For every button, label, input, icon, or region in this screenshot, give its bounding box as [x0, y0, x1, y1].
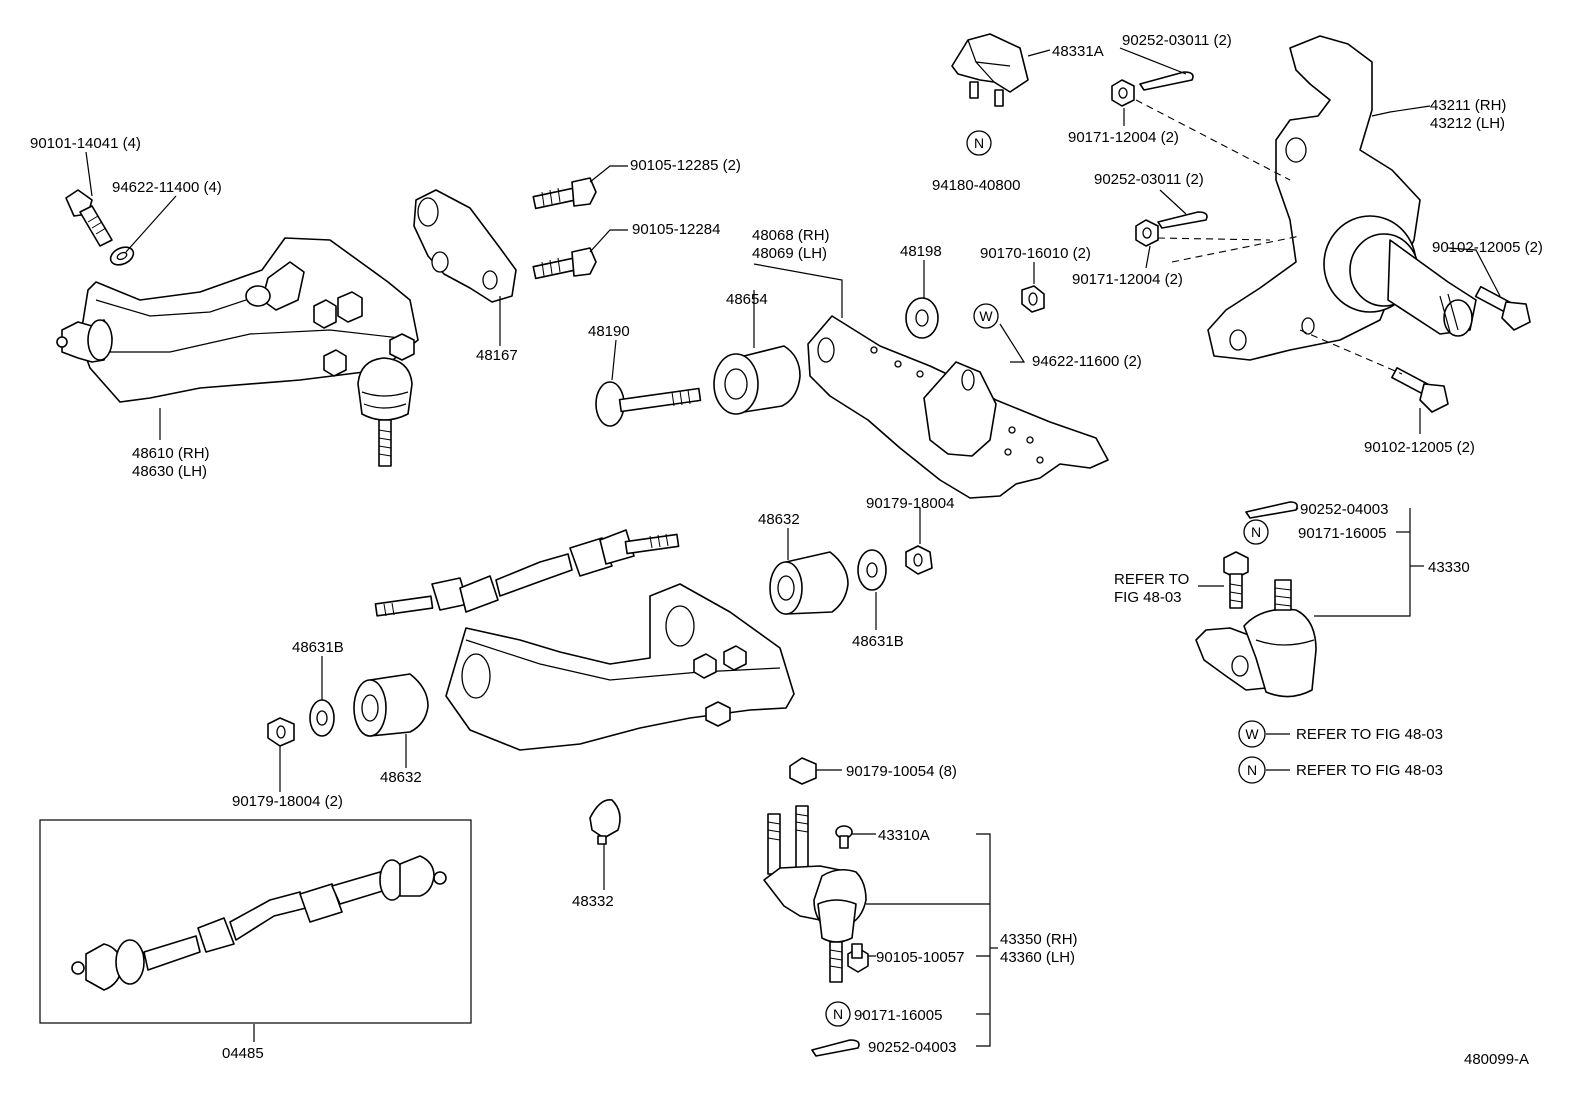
callout-90102-12005-right: 90102-12005 (2)	[1432, 239, 1543, 256]
cotter-pin-90252-04003-bottom-part	[811, 1039, 860, 1057]
nut-90179-10054-part	[789, 757, 817, 785]
castle-nut-90171-12004-top-part	[1111, 79, 1135, 107]
kit-04485-stabilizer-part	[71, 855, 447, 991]
callout-refer-to: REFER TO	[1114, 571, 1189, 588]
washer-94622-11400-part	[109, 246, 135, 266]
bushing-48632-left-part	[353, 673, 429, 737]
callout-90170-16010: 90170-16010 (2)	[980, 245, 1091, 262]
legend-w-symbol: W	[1238, 720, 1266, 748]
svg-text:N: N	[1251, 524, 1261, 540]
bushing-48632-top-part	[769, 551, 849, 615]
callout-90171-16005-bottom: 90171-16005	[854, 1007, 942, 1024]
callout-90252-03011-mid: 90252-03011 (2)	[1094, 171, 1204, 188]
bracket-48167-part	[413, 189, 517, 303]
callout-90105-10057: 90105-10057	[876, 949, 964, 966]
callout-48167: 48167	[476, 347, 518, 364]
bumper-48332-part	[589, 799, 621, 845]
legend-w-text: REFER TO FIG 48-03	[1296, 726, 1443, 743]
callout-94180-40800: 94180-40800	[932, 177, 1020, 194]
washer-48631b-left-part	[309, 699, 335, 737]
callout-43330: 43330	[1428, 559, 1470, 576]
bolt-90105-12285-part	[532, 177, 597, 210]
callout-90252-04003-top: 90252-04003	[1300, 501, 1388, 518]
bushing-48654-part	[713, 345, 801, 415]
callout-90252-04003-bottom: 90252-04003	[868, 1039, 956, 1056]
bumper-48331a-part	[951, 33, 1029, 107]
callout-48190: 48190	[588, 323, 630, 340]
nut-90179-18004-left-part	[267, 717, 295, 747]
stabilizer-bar-part	[374, 529, 680, 617]
callout-43310a: 43310A	[878, 827, 930, 844]
callout-43350: 43350 (RH)	[1000, 931, 1078, 948]
bolt-refer-fig-48-03-part	[1223, 551, 1249, 609]
callout-90102-12005-bottom: 90102-12005 (2)	[1364, 439, 1475, 456]
kit-04485-frame	[39, 819, 472, 1024]
callout-48068: 48068 (RH)	[752, 227, 830, 244]
n-symbol-94180-40800: N	[966, 130, 992, 156]
callout-43360: 43360 (LH)	[1000, 949, 1075, 966]
svg-text:N: N	[974, 135, 984, 151]
callout-48632-top: 48632	[758, 511, 800, 528]
callout-48631b-right: 48631B	[852, 633, 904, 650]
svg-text:W: W	[1245, 726, 1259, 742]
svg-text:N: N	[833, 1006, 843, 1022]
nut-90179-18004-top-part	[905, 545, 933, 575]
bolt-90101-14041-part	[65, 189, 113, 247]
callout-43212: 43212 (LH)	[1430, 115, 1505, 132]
steering-knuckle-part	[1207, 35, 1477, 361]
bolt-90102-12005-right-part	[1474, 285, 1531, 331]
bolt-43310a-part	[835, 825, 853, 849]
callout-90179-18004-top: 90179-18004	[866, 495, 954, 512]
bolt-48190-part	[595, 381, 702, 427]
callout-94622-11400: 94622-11400 (4)	[112, 179, 222, 196]
figure-id: 480099-A	[1464, 1051, 1529, 1068]
callout-90252-03011-top: 90252-03011 (2)	[1122, 32, 1232, 49]
cotter-pin-90252-04003-top-part	[1245, 501, 1298, 519]
callout-48610: 48610 (RH)	[132, 445, 210, 462]
svg-text:W: W	[979, 308, 993, 324]
callout-43211: 43211 (RH)	[1430, 97, 1506, 114]
bolt-90102-12005-bottom-part	[1391, 366, 1449, 413]
callout-48198: 48198	[900, 243, 942, 260]
washer-48198-part	[905, 297, 939, 339]
callout-90105-12285: 90105-12285 (2)	[630, 157, 741, 174]
bolt-90105-10057-part	[847, 943, 869, 973]
cotter-pin-90252-03011-mid-part	[1157, 211, 1208, 229]
cotter-pin-90252-03011-top-part	[1139, 71, 1194, 91]
castle-nut-90171-12004-mid-part	[1135, 219, 1159, 247]
n-symbol-90171-16005-bottom: N	[825, 1001, 851, 1027]
callout-48631b-left: 48631B	[292, 639, 344, 656]
svg-text:N: N	[1247, 762, 1257, 778]
bolt-90105-12284-part	[532, 247, 597, 280]
callout-90179-18004-left: 90179-18004 (2)	[232, 793, 343, 810]
callout-90101-14041: 90101-14041 (4)	[30, 135, 141, 152]
callout-48069: 48069 (LH)	[752, 245, 827, 262]
callout-48654: 48654	[726, 291, 768, 308]
leader-lines	[85, 47, 1501, 1047]
callout-48632-left: 48632	[380, 769, 422, 786]
legend-n-text: REFER TO FIG 48-03	[1296, 762, 1443, 779]
callout-94622-11600: 94622-11600 (2)	[1032, 353, 1142, 370]
callout-90171-16005-top: 90171-16005	[1298, 525, 1386, 542]
callout-90179-10054: 90179-10054 (8)	[846, 763, 957, 780]
callout-90171-12004-top: 90171-12004 (2)	[1068, 129, 1179, 146]
callout-48331a: 48331A	[1052, 43, 1104, 60]
legend-n-symbol: N	[1238, 756, 1266, 784]
washer-48631b-right-part	[857, 549, 887, 591]
upper-control-arm-part	[56, 237, 419, 467]
callout-90171-12004-mid: 90171-12004 (2)	[1072, 271, 1183, 288]
lower-control-arm-part	[445, 583, 795, 751]
callout-48332: 48332	[572, 893, 614, 910]
lower-arm-bracket-part	[807, 315, 1109, 499]
callout-fig-48-03: FIG 48-03	[1114, 589, 1182, 606]
ball-joint-43350-part	[763, 805, 867, 983]
n-symbol-90171-16005-top: N	[1243, 519, 1269, 545]
w-symbol-94622-11600: W	[973, 303, 999, 329]
ball-joint-43330-part	[1195, 579, 1317, 698]
nut-90170-16010-part	[1021, 285, 1045, 313]
callout-04485: 04485	[222, 1045, 264, 1062]
callout-48630: 48630 (LH)	[132, 463, 207, 480]
callout-90105-12284: 90105-12284	[632, 221, 720, 238]
